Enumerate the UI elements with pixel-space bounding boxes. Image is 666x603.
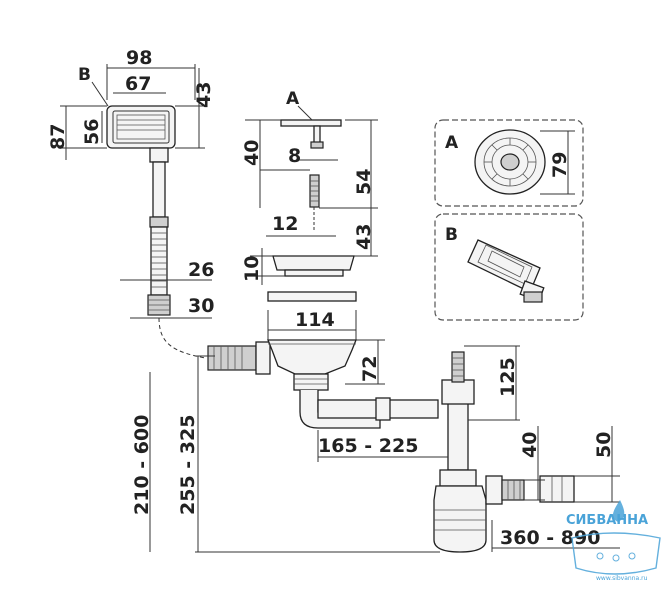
dim-12: 12 [272,213,298,235]
dim-54: 54 [353,169,375,195]
dim-114: 114 [295,309,335,331]
inset-a [434,119,584,207]
side-inlet [207,345,257,371]
plug-cap [280,119,342,127]
overflow-box [106,105,176,149]
overflow-hose [152,161,166,218]
dim-40-plug: 40 [241,140,263,166]
dim-98: 98 [126,47,152,69]
label-b-inset: B [445,225,458,245]
dim-125: 125 [497,357,519,397]
watermark-brand: СИБВАННА [566,513,648,528]
dim-72: 72 [359,356,381,382]
dim-79: 79 [549,152,571,178]
dim-26: 26 [188,259,214,281]
inset-b [434,213,584,321]
dim-40-outlet: 40 [519,432,541,458]
watermark-site: www.sibvanna.ru [596,575,648,582]
vertical-pipe [447,399,469,471]
outlet-nipple [501,479,525,501]
dim-255-325: 255 - 325 [177,415,199,515]
dim-87: 87 [47,124,69,150]
dim-10: 10 [241,256,263,282]
gasket [267,291,357,302]
outlet-coupler [539,475,575,503]
drain-flange [267,339,357,375]
dim-8: 8 [288,145,301,167]
corrugated-hose [150,226,168,296]
strainer-grid [272,255,355,271]
watermark-logo [571,500,661,575]
label-a-inset: A [445,133,459,153]
dim-50: 50 [593,432,615,458]
dim-210-600: 210 - 600 [131,415,153,515]
dim-30: 30 [188,295,214,317]
bottle-trap [433,485,487,553]
siphon-body [207,339,575,553]
dim-360-890: 360 - 890 [500,527,600,549]
drain-plug-assembly [267,119,357,302]
dim-43-screw: 43 [353,224,375,250]
label-b-top: B [78,65,91,85]
dim-67: 67 [125,73,151,95]
label-a-top: A [286,89,300,109]
dim-165-225: 165 - 225 [318,435,418,457]
overflow-assembly [106,105,206,359]
dim-43-box: 43 [193,82,215,108]
dim-56: 56 [81,119,103,145]
